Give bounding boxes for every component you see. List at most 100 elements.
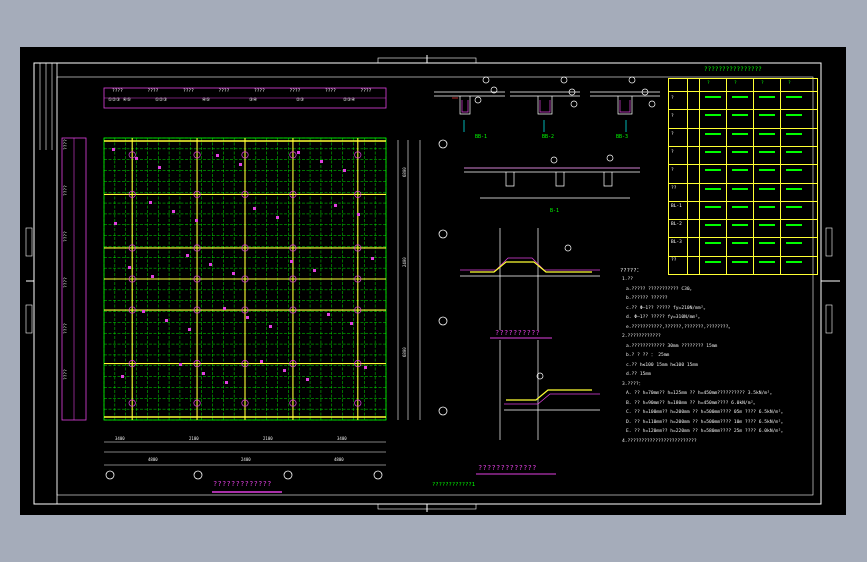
plan-rebar-mark: [327, 313, 330, 316]
plan-tag-marker: [241, 360, 249, 368]
right-dimension: 6800: [402, 347, 407, 357]
plan-rebar-mark: [179, 363, 182, 366]
plan-tag-marker: [193, 190, 201, 198]
plan-tag-marker: [128, 399, 136, 407]
side-schedule-header: ????: [64, 323, 69, 334]
table-cell-mark: [759, 132, 775, 135]
top-schedule-tag: ①②③ ④⑤: [108, 98, 131, 103]
plan-rebar-mark: [114, 222, 117, 225]
bottom-dimension-a: 3400: [337, 436, 347, 441]
note-line: B. ?? h=90mm?? h=180mm ?? h=450mm???? 6.…: [626, 400, 758, 406]
section-label-bb3: BB-3: [616, 134, 629, 140]
side-schedule-header: ????: [64, 139, 69, 150]
top-schedule-header: ????: [254, 89, 265, 94]
note-line: b.? ? ?? ： 25mm: [626, 353, 670, 358]
table-row-rule: [669, 219, 817, 221]
table-cell-mark: [705, 150, 721, 153]
table-col-rule: [687, 79, 688, 274]
plan-rebar-mark: [371, 257, 374, 260]
table-cell-mark: [759, 96, 775, 98]
plan-rebar-mark: [149, 201, 152, 204]
note-line: a.???????????? 30mm ???????? 15mm: [626, 343, 718, 349]
right-dimension: 6800: [402, 167, 407, 177]
beam-section-bb2: [510, 76, 580, 132]
top-center-box: [377, 57, 477, 64]
table-cell-mark: [705, 132, 721, 135]
table-cell-mark: [786, 114, 802, 117]
plan-tag-marker: [193, 306, 201, 314]
plan-tag-marker: [289, 360, 297, 368]
note-line: b.?????? ??????: [626, 296, 668, 301]
table-cell-mark: [786, 169, 802, 172]
top-schedule-header: ????: [147, 89, 159, 94]
table-cell-mark: [759, 150, 775, 153]
plan-tag-marker: [193, 275, 201, 283]
top-schedule-header: ????: [289, 89, 301, 94]
plan-tag-marker: [289, 244, 297, 252]
note-line: e.???????????,??????,???????,????????。: [626, 324, 733, 330]
table-cell-mark: [786, 187, 802, 190]
table-cell-mark: [759, 224, 775, 227]
table-col-rule: [780, 79, 781, 274]
table-row-rule: [669, 91, 817, 92]
note-line: 1.??: [622, 277, 634, 282]
schedule-title: ????????????????: [704, 66, 762, 73]
plan-rebar-mark: [239, 163, 242, 166]
bottom-dimension-a: 2100: [189, 436, 199, 441]
beam-section-bb1: [434, 76, 505, 132]
top-schedule-tag: ③④: [249, 98, 258, 103]
table-cell-mark: [732, 114, 748, 117]
detail-a-title: ??????????: [495, 329, 541, 337]
table-cell-mark: [786, 242, 802, 245]
table-col-header: ?: [707, 81, 710, 86]
table-cell-mark: [786, 260, 802, 263]
plan-rebar-mark: [357, 213, 360, 216]
table-cell-mark: [732, 150, 748, 153]
plan-marks: [112, 148, 374, 407]
table-row-label: BL-2: [671, 222, 682, 227]
table-cell-mark: [732, 260, 748, 263]
plan-rebar-mark: [306, 378, 309, 381]
plan-tag-marker: [354, 399, 362, 407]
plan-rebar-mark: [151, 275, 154, 278]
table-cell-mark: [732, 224, 748, 227]
plan-tag-marker: [193, 244, 201, 252]
bottom-dimension-b: 4800: [334, 457, 344, 462]
table-cell-mark: [786, 96, 802, 98]
left-edge-ticks: [25, 304, 33, 334]
section-label-bb1: BB-1: [475, 134, 488, 140]
table-cell-mark: [705, 242, 721, 245]
table-row-rule: [669, 255, 817, 257]
plan-rebar-mark: [253, 207, 256, 210]
drawing-canvas: [25, 55, 840, 512]
note-line: d. Φ—1?? ????? fy=310N/mm²。: [626, 315, 703, 320]
beam-section-b1: [464, 154, 640, 199]
plan-tag-marker: [241, 151, 249, 159]
plan-tag-marker: [128, 306, 136, 314]
table-cell-mark: [705, 169, 721, 172]
table-cell-mark: [705, 187, 721, 190]
table-cell-mark: [786, 132, 802, 135]
table-cell-mark: [759, 187, 775, 190]
title-block-strip: [33, 62, 58, 505]
note-line: 3.????：: [622, 381, 644, 387]
plan-rebar-mark: [128, 266, 131, 269]
note-line: E. ?? h=120mm?? h=220mm ?? h=580mm???? 2…: [626, 429, 786, 434]
table-cell-mark: [732, 132, 748, 135]
plan-tag-marker: [289, 399, 297, 407]
plan-rebar-mark: [343, 169, 346, 172]
note-line: d.?? 15mm: [626, 372, 651, 377]
note-line: c.?? h≤100 15mm h≤100 15mm: [626, 362, 698, 368]
table-cell-mark: [732, 187, 748, 190]
detail-b-title: ?????????????: [478, 464, 537, 472]
beam-section-bb3: [590, 76, 660, 132]
plan-rebar-mark: [186, 254, 189, 257]
plan-tag-marker: [289, 190, 297, 198]
table-row-rule: [669, 200, 817, 202]
table-col-header: ?: [761, 81, 764, 86]
plan-rebar-mark: [195, 219, 198, 222]
table-row-label: ??: [671, 258, 677, 263]
plan-rebar-mark: [283, 369, 286, 372]
bottom-center-box: [377, 503, 477, 510]
